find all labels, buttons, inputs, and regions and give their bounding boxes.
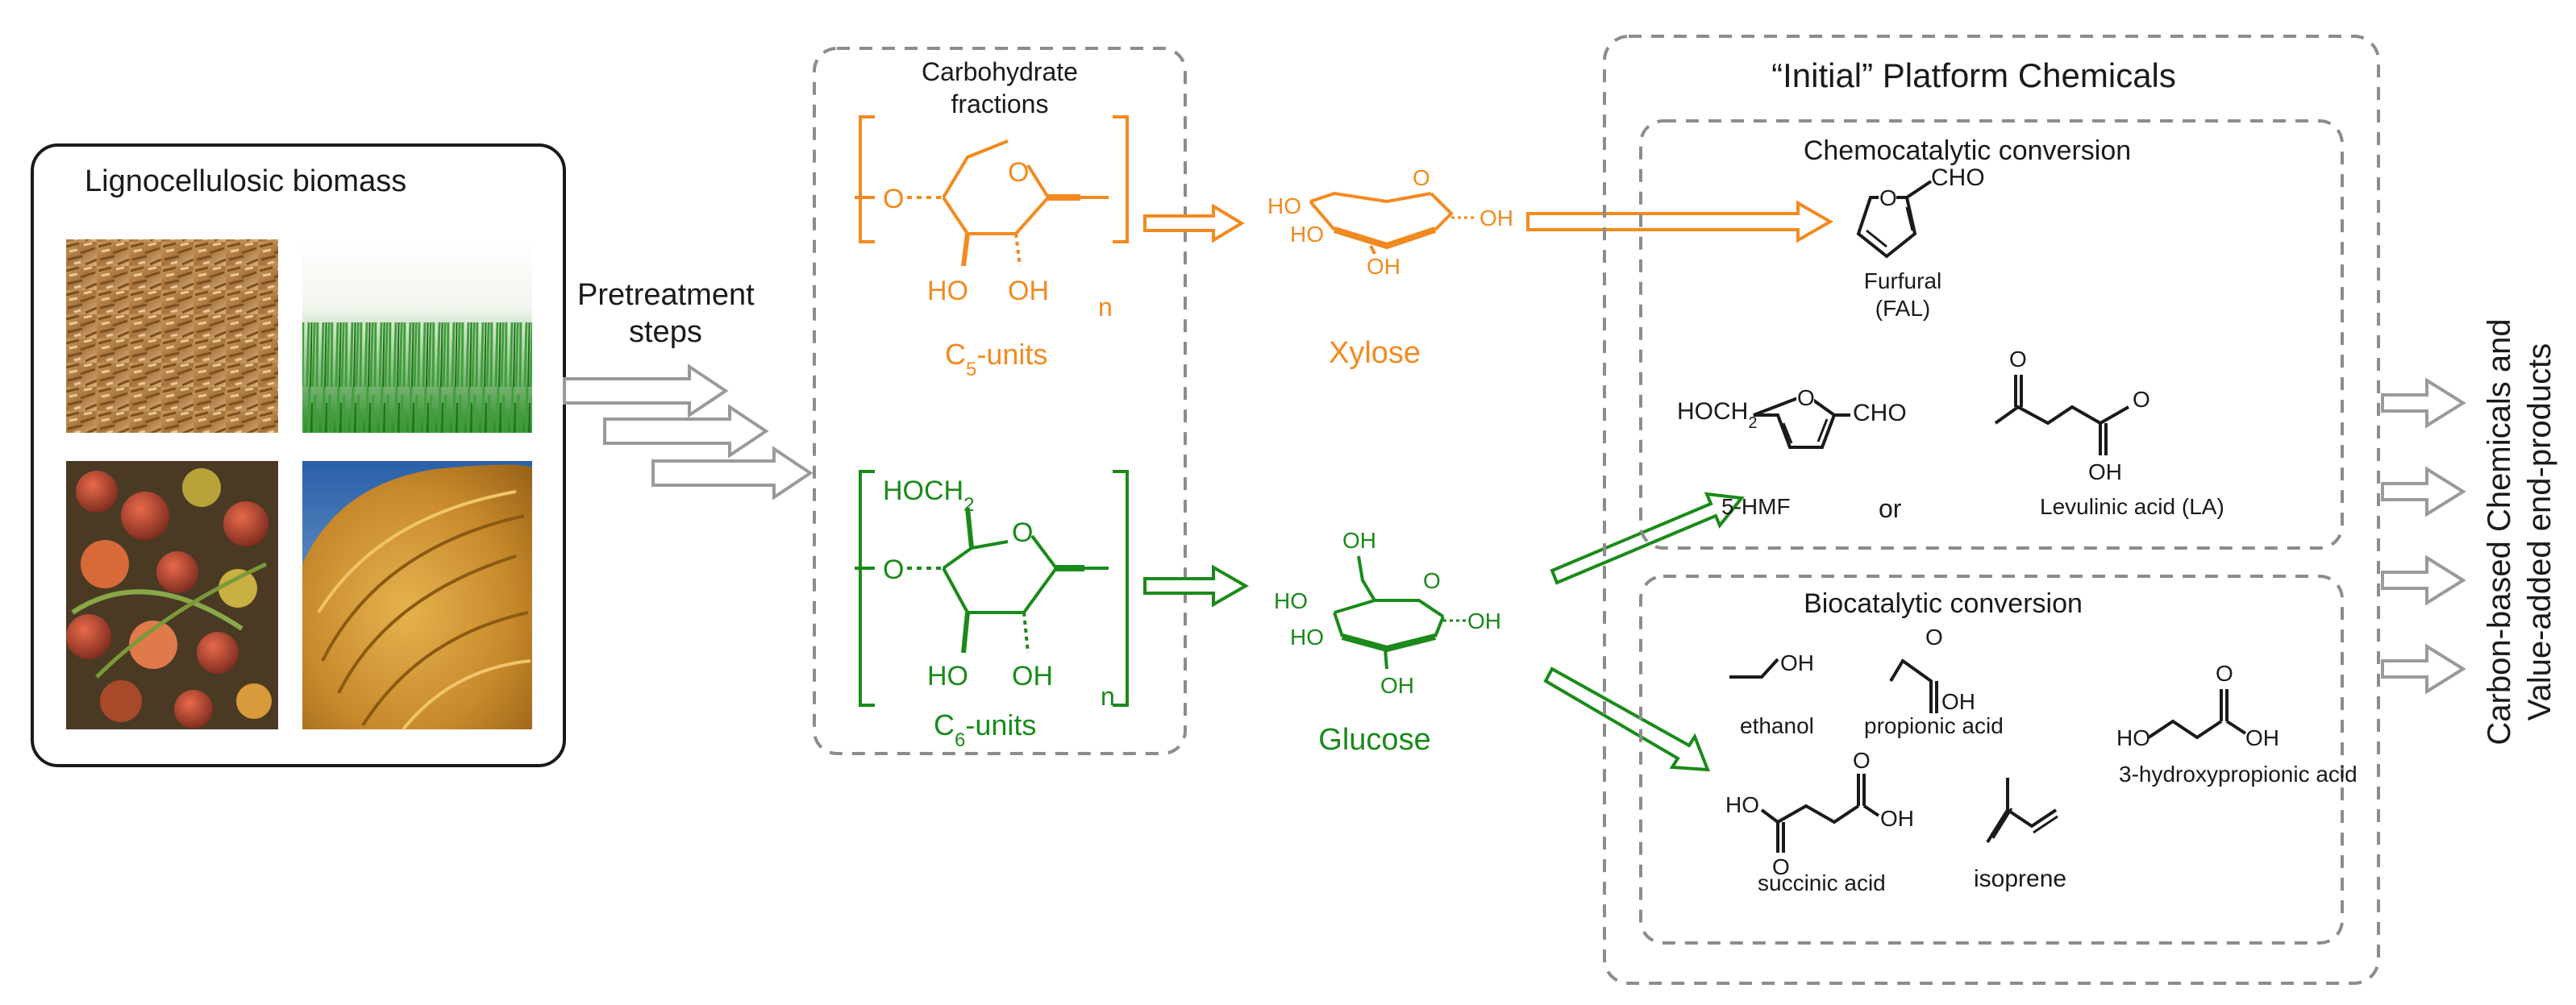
c6-hoch2: HOCH2 (883, 476, 974, 516)
c6-oh: OH (1012, 661, 1053, 691)
xylose-to-furfural-arrow (1526, 200, 1834, 243)
pretreatment-arrow-2 (603, 404, 769, 459)
c6-ether-o: O (883, 554, 904, 585)
hp-ho: HO (2116, 725, 2150, 750)
glucose-oh-2: OH (1467, 608, 1501, 633)
platform-title: “Initial” Platform Chemicals (1771, 56, 2176, 94)
succinic-acid-name: succinic acid (1758, 870, 1886, 895)
xylose-ho-1: HO (1267, 193, 1301, 218)
xylose-oh-1: OH (1367, 254, 1400, 279)
ethanol-name: ethanol (1740, 713, 1814, 738)
xylose-oh-2: OH (1479, 206, 1513, 230)
xylose-label: Xylose (1329, 336, 1421, 370)
succ-o1: O (1772, 854, 1790, 879)
furfural-ring-o: O (1879, 185, 1897, 210)
hydroxypropionic-acid-name: 3-hydroxypropionic acid (2119, 762, 2358, 787)
c6-ho: HO (927, 661, 968, 691)
biocatalytic-box (1639, 575, 2344, 945)
hmf-structure: HOCH2 O CHO (1677, 385, 1907, 449)
c6-polymer-structure: HOCH2 O O HO OH n (855, 470, 1129, 711)
succ-oh: OH (1880, 806, 1914, 831)
straw-bale-photo (302, 461, 532, 731)
c6-units-label: C6-units (934, 708, 1036, 751)
la-oh: OH (2088, 459, 2122, 484)
glucose-ring-o: O (1423, 568, 1441, 593)
output-arrow-4 (2381, 643, 2466, 695)
biomass-panel: Lignocellulosic biomass (31, 143, 566, 767)
food-waste-photo (66, 461, 278, 729)
xylose-ho-2: HO (1290, 222, 1324, 247)
c6-n: n (1101, 682, 1115, 711)
levulinic-acid-structure: O O OH (1994, 347, 2150, 484)
furfural-cho: CHO (1931, 164, 1985, 191)
succinic-acid-structure: HO O O OH (1725, 748, 1914, 879)
hmf-cho: CHO (1853, 400, 1907, 426)
succ-o2: O (1853, 748, 1871, 773)
hmf-ring-o: O (1797, 385, 1815, 410)
endproducts-label-line2: Value-added end-products (2522, 343, 2557, 721)
propionic-o: O (1925, 625, 1943, 650)
c5-ether-o: O (883, 184, 904, 214)
c5-units-label: C5-units (945, 338, 1047, 380)
pretreatment-label-line2: steps (629, 315, 702, 349)
or-text: or (1879, 494, 1902, 523)
xylose-ring-o: O (1413, 165, 1430, 190)
furfural-abbr: (FAL) (1875, 296, 1930, 321)
grass-photo (302, 239, 532, 433)
c5-to-xylose-arrow (1143, 203, 1245, 243)
glucose-to-biocatalytic-arrow (1543, 667, 1711, 772)
c5-ho: HO (927, 276, 968, 306)
chemocatalytic-box (1639, 119, 2344, 550)
hmf-hoch2: HOCH2 (1677, 398, 1757, 432)
endproducts-label-line1: Carbon-based Chemicals and (2482, 318, 2517, 745)
glucose-oh-1: OH (1380, 673, 1414, 698)
propionic-acid-structure: OH O (1889, 625, 1975, 714)
glucose-to-chemocatalytic-arrow (1550, 492, 1745, 585)
glucose-label: Glucose (1318, 723, 1430, 757)
c5-oh: OH (1008, 276, 1049, 306)
furfural-structure: O CHO (1856, 164, 1985, 259)
pretreatment-arrow-1 (563, 363, 729, 418)
ethanol-oh: OH (1780, 650, 1814, 675)
hydroxypropionic-acid-structure: HO O OH (2116, 661, 2279, 750)
propionic-oh: OH (1941, 689, 1975, 714)
biomass-title: Lignocellulosic biomass (85, 164, 406, 198)
hmf-name: 5-HMF (1721, 494, 1791, 519)
isoprene-structure (1986, 778, 2058, 844)
output-arrow-2 (2381, 466, 2466, 517)
c5-n: n (1098, 293, 1113, 322)
c6-ring-o: O (1012, 517, 1033, 548)
glucose-structure: OH O HO HO OH OH (1274, 528, 1501, 698)
hp-oh: OH (2245, 725, 2279, 750)
platform-chemicals-box (1603, 35, 2380, 985)
pretreatment-label-line1: Pretreatment (577, 278, 755, 312)
isoprene-name: isoprene (1974, 866, 2066, 892)
glucose-ho-2: HO (1290, 625, 1324, 650)
levulinic-acid-name: Levulinic acid (LA) (2040, 494, 2224, 519)
biocatalytic-title: Biocatalytic conversion (1804, 588, 2083, 619)
c5-ring-o: O (1008, 157, 1029, 188)
carbohydrate-title-line2: fractions (951, 89, 1049, 118)
pretreatment-arrow-3 (651, 446, 814, 500)
glucose-oh-top: OH (1342, 528, 1376, 553)
carbohydrate-fractions-box (813, 47, 1187, 755)
output-arrow-3 (2381, 554, 2466, 606)
c6-to-glucose-arrow (1143, 564, 1250, 608)
furfural-name: Furfural (1864, 268, 1941, 293)
glucose-ho-1: HO (1274, 588, 1308, 613)
wood-chips-photo (66, 239, 278, 433)
hp-o: O (2216, 661, 2233, 686)
c5-polymer-structure: O O HO OH n (855, 115, 1129, 322)
carbohydrate-title-line1: Carbohydrate (922, 57, 1078, 86)
propionic-acid-name: propionic acid (1864, 713, 2004, 738)
succ-ho: HO (1725, 792, 1759, 817)
ethanol-structure: OH (1729, 650, 1814, 679)
output-arrow-1 (2381, 377, 2466, 429)
la-keto-o2: O (2133, 387, 2150, 412)
xylose-structure: O HO HO OH OH (1267, 165, 1513, 279)
la-keto-o: O (2009, 347, 2027, 372)
chemocatalytic-title: Chemocatalytic conversion (1804, 135, 2131, 166)
